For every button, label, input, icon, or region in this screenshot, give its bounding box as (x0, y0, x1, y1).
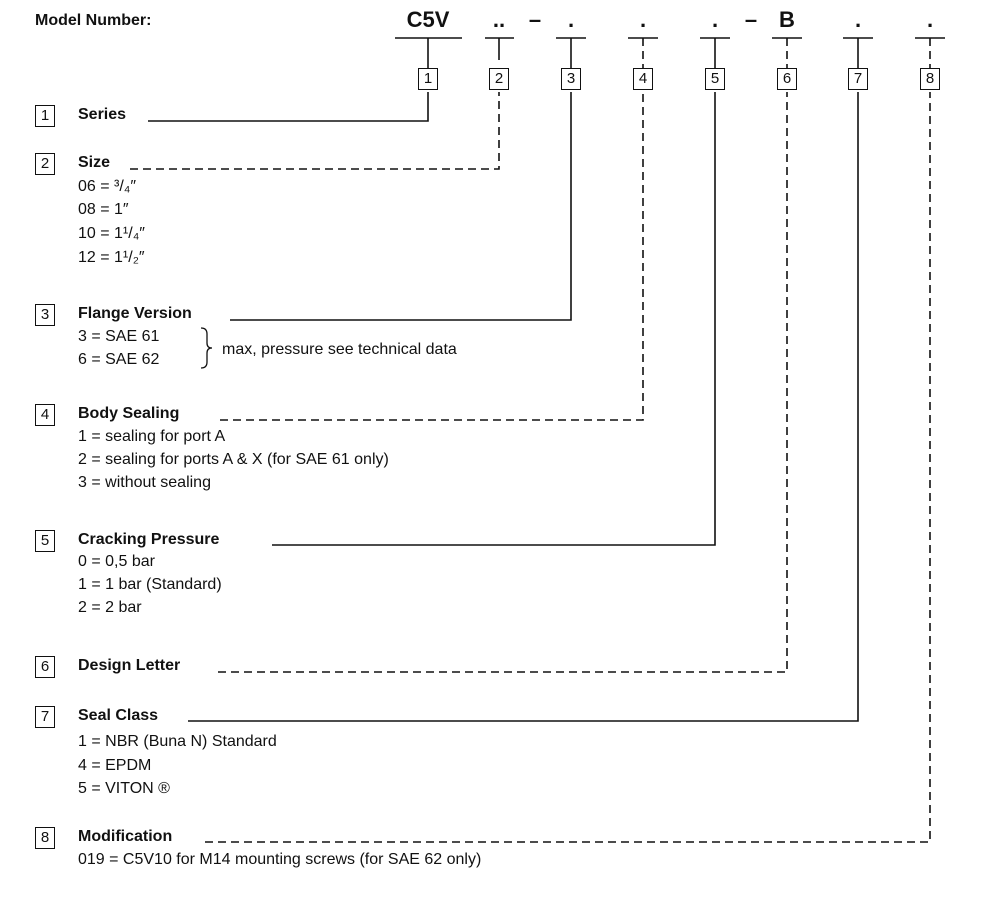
option-item: 12 = 1¹/₂″ (78, 249, 145, 266)
option-item: 3 = without sealing (78, 474, 211, 491)
option-item: 019 = C5V10 for M14 mounting screws (for… (78, 851, 482, 868)
section-number-box: 7 (35, 706, 55, 728)
section-number-box: 2 (35, 153, 55, 175)
section-title-modification: Modification (78, 828, 173, 845)
position-box-6: 6 (777, 68, 797, 90)
section-title-body-sealing: Body Sealing (78, 405, 180, 422)
option-item: 2 = sealing for ports A & X (for SAE 61 … (78, 451, 389, 468)
section-number-box: 4 (35, 404, 55, 426)
section-title-seal-class: Seal Class (78, 707, 159, 724)
option-item: 5 = VITON ® (78, 780, 170, 797)
option-item: 1 = 1 bar (Standard) (78, 576, 222, 593)
position-box-4: 4 (633, 68, 653, 90)
section-title-size: Size (78, 154, 111, 171)
option-item: 0 = 0,5 bar (78, 553, 155, 570)
section-title-flange-version: Flange Version (78, 305, 192, 322)
code-seal-class: . (854, 7, 862, 32)
code-modification: . (926, 7, 934, 32)
option-item: 6 = SAE 62 (78, 351, 160, 368)
section-number-box: 6 (35, 656, 55, 678)
option-item: 3 = SAE 61 (78, 328, 160, 345)
code-series: C5V (406, 7, 450, 32)
code-size: .. (492, 7, 506, 32)
flange-note: max, pressure see technical data (222, 341, 457, 358)
section-number-box: 1 (35, 105, 55, 127)
position-box-3: 3 (561, 68, 581, 90)
position-box-2: 2 (489, 68, 509, 90)
code-dash: – (744, 7, 758, 32)
section-title-series: Series (78, 106, 127, 123)
code-pressure: . (711, 7, 719, 32)
option-item: 06 = ³/₄″ (78, 178, 136, 195)
code-sealing: . (639, 7, 647, 32)
position-box-1: 1 (418, 68, 438, 90)
position-box-7: 7 (848, 68, 868, 90)
code-flange: . (567, 7, 575, 32)
section-number-box: 5 (35, 530, 55, 552)
code-dash: – (528, 7, 542, 32)
option-item: 1 = NBR (Buna N) Standard (78, 733, 277, 750)
position-box-5: 5 (705, 68, 725, 90)
option-item: 10 = 1¹/₄″ (78, 225, 145, 242)
section-title-design-letter: Design Letter (78, 657, 181, 674)
section-number-box: 8 (35, 827, 55, 849)
option-item: 1 = sealing for port A (78, 428, 226, 445)
option-item: 2 = 2 bar (78, 599, 142, 616)
position-box-8: 8 (920, 68, 940, 90)
option-item: 4 = EPDM (78, 757, 152, 774)
section-number-box: 3 (35, 304, 55, 326)
model-number-label: Model Number: (35, 12, 152, 29)
option-item: 08 = 1″ (78, 201, 129, 218)
code-design: B (779, 7, 795, 32)
section-title-cracking-pressure: Cracking Pressure (78, 531, 220, 548)
